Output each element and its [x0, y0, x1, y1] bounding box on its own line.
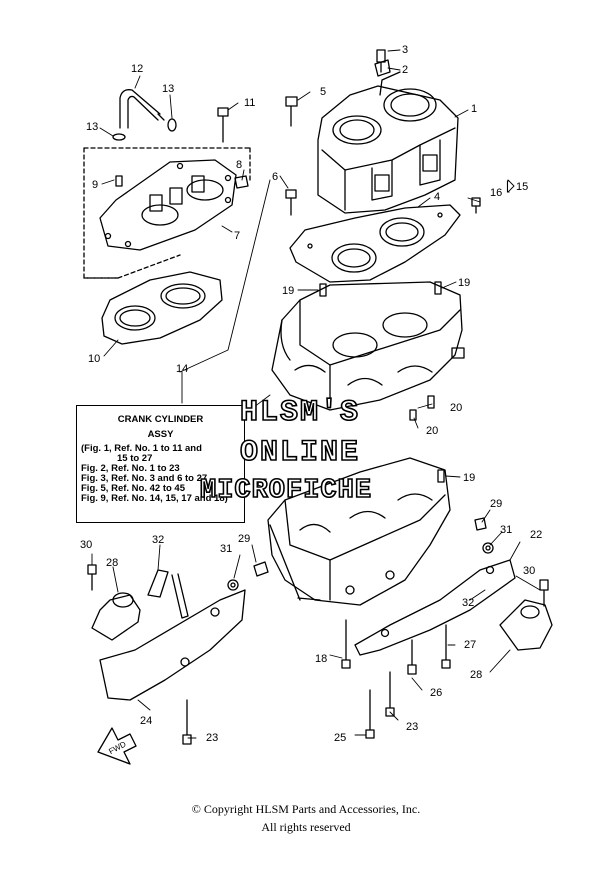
callout-29a: 29 — [490, 498, 502, 510]
head-gasket — [101, 271, 223, 345]
callout-32a: 32 — [152, 534, 164, 546]
callout-6: 6 — [272, 171, 278, 183]
hose — [119, 89, 165, 129]
watermark-line-1: HLSM'S — [239, 395, 361, 431]
engine-mount-right — [499, 599, 553, 651]
callout-18: 18 — [315, 653, 327, 665]
callout-20a: 20 — [450, 402, 462, 414]
callout-9: 9 — [92, 179, 98, 191]
callout-19a: 19 — [282, 285, 294, 297]
upper-crankcase — [271, 281, 465, 411]
callout-8: 8 — [236, 159, 242, 171]
callout-16: 16 — [490, 187, 502, 199]
callout-7: 7 — [234, 230, 240, 242]
cylinder-head-cover — [83, 147, 251, 279]
legend-line: 15 to 27 — [117, 453, 153, 464]
callout-5: 5 — [320, 86, 326, 98]
fwd-arrow-icon: FWD — [97, 727, 137, 765]
mount-bracket-left — [99, 589, 246, 701]
legend-line: Fig. 2, Ref. No. 1 to 23 — [81, 463, 180, 474]
callout-17: 17 — [255, 477, 267, 489]
callout-25: 25 — [334, 732, 346, 744]
legend-subtitle: ASSY — [147, 429, 174, 440]
callout-26: 26 — [430, 687, 442, 699]
svg-text:[: [ — [506, 178, 510, 193]
bolt — [87, 49, 549, 745]
callout-28b: 28 — [470, 669, 482, 681]
callout-19c: 19 — [463, 472, 475, 484]
callout-1: 1 — [471, 103, 477, 115]
callout-19b: 19 — [458, 277, 470, 289]
leader-lines — [91, 49, 541, 739]
cylinder-block — [317, 71, 459, 214]
callout-24: 24 — [140, 715, 152, 727]
callout-32b: 32 — [462, 597, 474, 609]
callout-3: 3 — [402, 44, 408, 56]
assembly-legend-box: CRANK CYLINDER ASSY (Fig. 1, Ref. No. 1 … — [76, 405, 245, 523]
callout-23b: 23 — [206, 732, 218, 744]
bracket-plate-left — [147, 569, 189, 619]
callout-11: 11 — [244, 97, 255, 109]
watermark-line-2: ONLINE — [239, 435, 361, 471]
legend-title: CRANK CYLINDER — [117, 414, 204, 425]
callout-14: 14 — [176, 363, 188, 375]
callout-28a: 28 — [106, 557, 118, 569]
callout-2: 2 — [402, 64, 408, 76]
cylinder-gasket — [289, 204, 461, 283]
callout-27: 27 — [464, 639, 476, 651]
callout-15: 15 — [516, 181, 528, 193]
legend-line: Fig. 5, Ref. No. 42 to 45 — [81, 483, 185, 494]
callout-4: 4 — [434, 191, 440, 203]
callout-29b: 29 — [238, 533, 250, 545]
copyright-text: © Copyright HLSM Parts and Accessories, … — [191, 802, 421, 816]
callout-23a: 23 — [406, 721, 418, 733]
callout-30a: 30 — [80, 539, 92, 551]
callout-12: 12 — [131, 63, 143, 75]
callout-30b: 30 — [523, 565, 535, 577]
hose-clip — [112, 118, 177, 141]
mount-bracket-right — [354, 559, 516, 656]
callout-22: 22 — [530, 529, 542, 541]
engine-mount-left — [91, 592, 141, 641]
callout-13a: 13 — [162, 83, 174, 95]
lower-crankcase — [267, 457, 451, 606]
callout-31b: 31 — [220, 543, 232, 555]
callout-13b: 13 — [86, 121, 98, 133]
rights-text: All rights reserved — [261, 820, 351, 834]
legend-line: Fig. 9, Ref. No. 14, 15, 17 and 18) — [81, 493, 228, 504]
callout-10: 10 — [88, 353, 100, 365]
callout-31a: 31 — [500, 524, 512, 536]
callout-numbers: 1 2 3 4 5 6 7 8 9 10 11 12 13 13 14 15 1… — [80, 44, 542, 744]
watermark-line-3: MICROFICHE — [199, 475, 373, 507]
washer — [227, 542, 494, 591]
legend-line: (Fig. 1, Ref. No. 1 to 11 and — [81, 443, 202, 454]
callout-20b: 20 — [426, 425, 438, 437]
legend-line: Fig. 3, Ref. No. 3 and 6 to 27 — [81, 473, 208, 484]
